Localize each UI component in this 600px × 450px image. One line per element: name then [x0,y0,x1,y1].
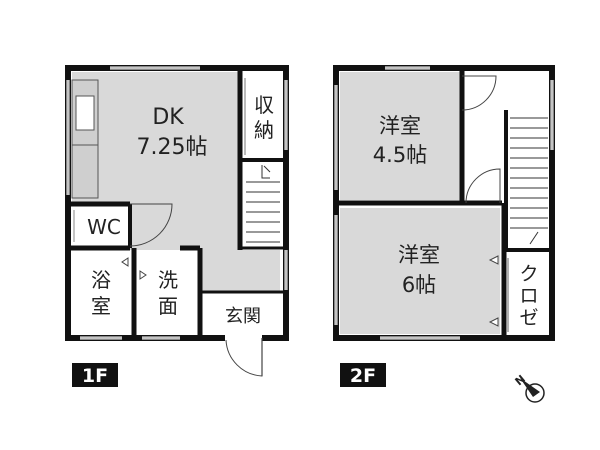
western-room-small-name: 洋室 [379,114,421,138]
hall-area [200,248,280,292]
entrance-door-swing [225,338,263,377]
dk-room-size: 7.25帖 [137,135,208,160]
second-floor-badge-label: 2F [350,365,376,387]
bath-label-2: 室 [91,294,111,318]
second-floor-badge [340,363,386,387]
storage-label-1: 収 [254,93,274,117]
small-room-door-swing [461,75,497,111]
washroom-label-2: 面 [158,294,178,318]
dk-room-name: DK [152,105,184,130]
western-room-small-size: 4.5帖 [373,143,427,167]
first-floor-badge [72,363,118,387]
western-room-large-name: 洋室 [398,243,440,267]
first-floor-plan: DK 7.25帖 収 納 WC 浴 室 洗 面 玄関 [65,65,289,377]
dk-room [72,72,240,204]
closet-label-3: ゼ [519,307,538,329]
first-floor-stairs [246,165,280,243]
western-room-small [340,72,462,200]
large-room-door-swing [465,168,501,204]
wc-door-swing [129,203,173,247]
closet-label-2: ロ [519,285,538,307]
kitchen-sink [75,95,95,131]
western-room-large-size: 6帖 [402,273,436,297]
storage-label-2: 納 [254,118,274,142]
stair-area [240,160,280,250]
washroom-label-1: 洗 [158,268,178,292]
western-room-large [340,208,500,334]
closet-label-1: ク [519,263,538,285]
second-floor-stairs [510,117,548,245]
entrance-label: 玄関 [225,306,261,327]
first-floor-badge-label: 1F [82,365,108,387]
second-floor-plan: 洋室 4.5帖 洋室 6帖 ク ロ ゼ [333,65,555,341]
bath-label-1: 浴 [91,268,111,292]
compass-icon: N [513,372,545,403]
wc-label: WC [87,215,121,239]
